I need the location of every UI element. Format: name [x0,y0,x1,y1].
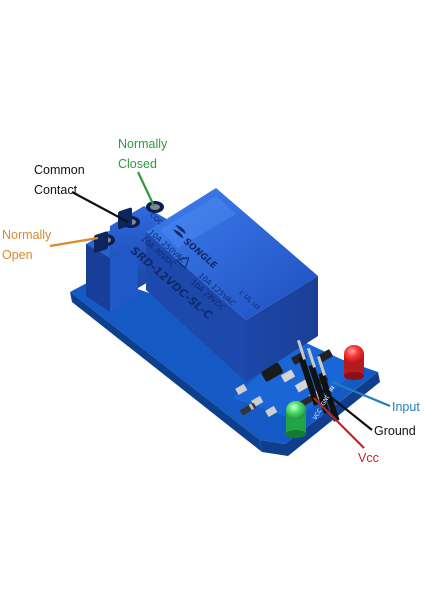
ground-label: Ground [374,424,416,438]
vcc-label: Vcc [358,451,379,465]
common-contact-label-line-2: Contact [34,183,78,197]
red-led [344,345,364,380]
ground-pointer [321,389,373,431]
pin-label-gnd: GND [321,393,333,407]
normally-closed-label: Normally Closed [118,134,167,174]
normally-open-pointer [49,236,99,248]
pin-label-vcc: VCC [313,408,324,421]
green-led [286,401,306,438]
common-contact-label: Common Contact [34,160,85,200]
normally-open-label-line-1: Normally [2,228,52,242]
common-contact-label-line-1: Common [34,163,85,177]
warning-triangle-icon [175,256,190,270]
normally-closed-label-line-2: Closed [118,157,157,171]
normally-closed-pointer [137,171,155,207]
songle-logo-icon [172,224,186,239]
normally-open-label: Normally Open [2,225,51,265]
normally-open-label-line-2: Open [2,248,33,262]
screw-terminal-block [86,201,172,312]
common-contact-pointer [71,191,129,223]
pin-label-in: IN [329,385,337,393]
normally-closed-label-line-1: Normally [118,137,168,151]
vcc-pointer [313,397,365,449]
header-pins: VCC GND IN [296,339,340,422]
input-label: Input [392,400,420,414]
input-pointer [331,380,391,408]
